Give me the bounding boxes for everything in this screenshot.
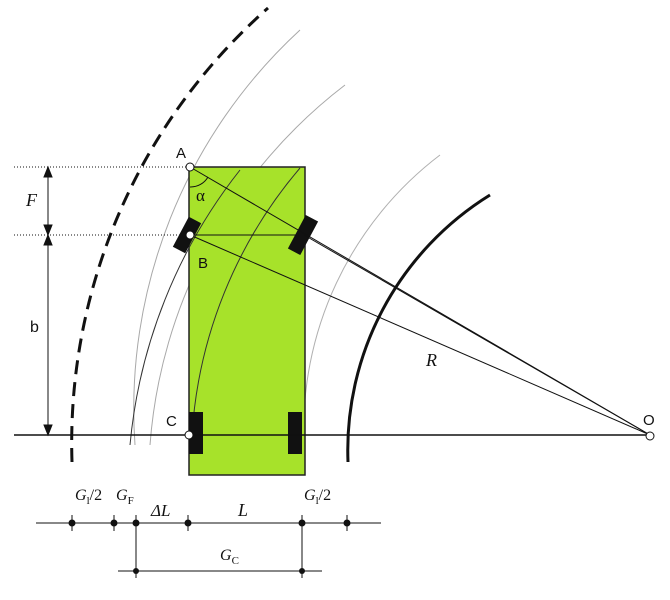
label-B: B: [198, 255, 208, 272]
guide-arc-3: [303, 154, 441, 446]
label-F: F: [25, 190, 38, 210]
ray-front-O: [303, 234, 651, 436]
dimension-gc-left-dot: [133, 568, 139, 574]
front-path-arc: [191, 167, 301, 436]
label-b: b: [30, 319, 39, 336]
point-O: [645, 431, 655, 441]
point-A: [185, 162, 195, 172]
point-C: [184, 430, 194, 440]
label-A: A: [176, 145, 186, 162]
ray-B-O: [189, 234, 651, 436]
label-gl-half-left: Gl/2: [75, 487, 102, 507]
inner-bold-arc: [346, 193, 491, 463]
label-O: O: [643, 412, 655, 429]
dimension-gc-right-dot: [299, 568, 305, 574]
guide-arc-1: [133, 29, 301, 446]
rear-right-wheel: [288, 412, 302, 454]
front-path-arc-2: [129, 169, 241, 446]
label-C: C: [166, 413, 177, 430]
alpha-arc: [189, 176, 209, 188]
dimension-F: [43, 165, 53, 237]
label-gf: GF: [116, 487, 134, 507]
rear-left-wheel: [189, 412, 203, 454]
outer-dashed-arc: [70, 6, 269, 463]
label-gl-half-right: Gl/2: [304, 487, 331, 507]
label-gc: GC: [220, 547, 239, 567]
label-R: R: [425, 350, 437, 370]
label-alpha: α: [196, 186, 205, 205]
label-L: L: [237, 500, 248, 520]
vehicle-body: [188, 166, 306, 476]
point-B: [185, 230, 195, 240]
dimension-b: [43, 233, 53, 437]
label-delta-l: ΔL: [150, 501, 170, 520]
